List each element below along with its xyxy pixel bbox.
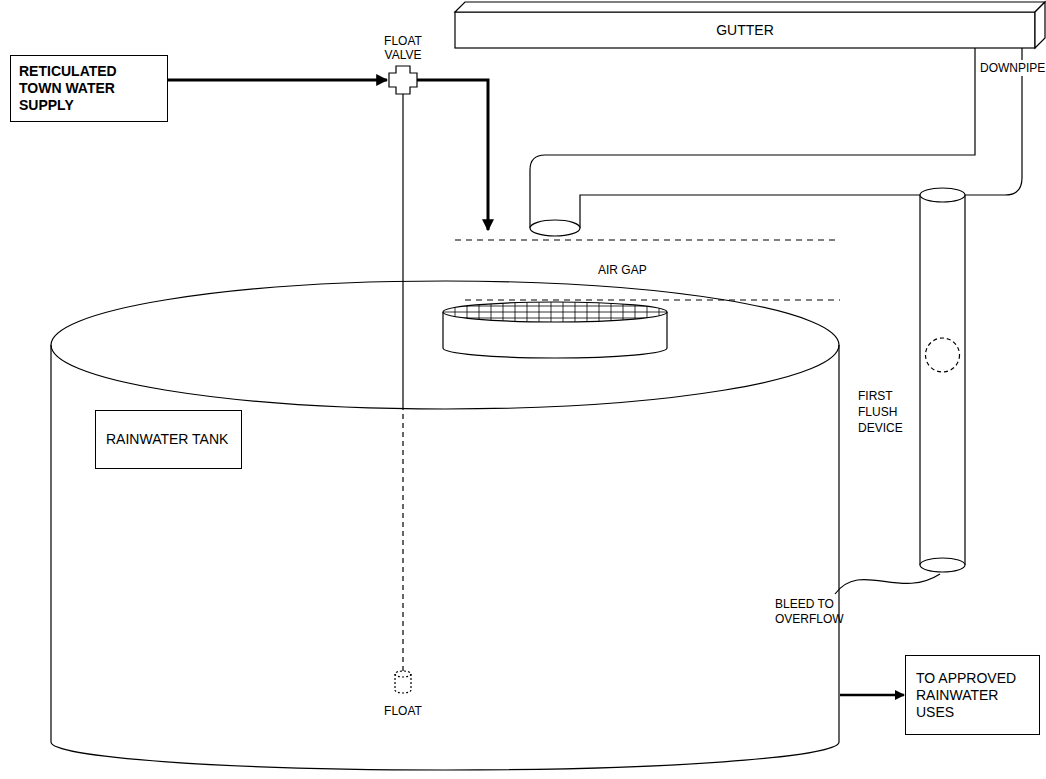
screen-mesh [440, 300, 670, 325]
bleed-label: BLEED TO OVERFLOW [775, 597, 851, 627]
box-label: TO APPROVED RAINWATER USES [916, 670, 1026, 721]
air-gap-line [465, 299, 840, 300]
valve-label: FLOAT VALVE [371, 34, 435, 62]
gutter-side [1035, 2, 1045, 48]
gap-label: AIR GAP [598, 263, 647, 277]
float-top [395, 671, 411, 677]
pipe-outlet [530, 220, 580, 236]
flush-ball [926, 338, 960, 372]
box-label: RETICULATED TOWN WATER SUPPLY [19, 63, 144, 114]
gutter-box: GUTTER [455, 12, 1035, 48]
supply-box: RETICULATED TOWN WATER SUPPLY [10, 55, 168, 122]
first-flush-walls [920, 195, 965, 565]
first-flush-bottom [920, 558, 965, 572]
downpipe-bottom [580, 195, 920, 228]
supply-pipe [168, 79, 387, 82]
downpipe-outer [965, 48, 1022, 195]
float-valve-symbol [389, 66, 417, 94]
device-label: FIRST FLUSH DEVICE [858, 388, 914, 436]
uses-box: TO APPROVED RAINWATER USES [905, 655, 1040, 735]
float-label: FLOAT [378, 704, 428, 718]
bleed-leader [835, 574, 940, 594]
tank-label: RAINWATER TANK [95, 410, 242, 469]
tank-top [51, 281, 839, 409]
box-label: GUTTER [716, 22, 774, 39]
first-flush-top [920, 188, 965, 202]
gutter-front [455, 12, 1035, 48]
downpipe-inner [530, 48, 975, 228]
float-arm [402, 94, 403, 405]
rainwater-tank: RAINWATER TANK [50, 280, 840, 775]
flow-arrow [840, 694, 904, 697]
pipe-label: DOWNPIPE [978, 60, 1046, 76]
tank-body [51, 345, 839, 770]
gutter-top [455, 2, 1045, 12]
float-arm-hidden [402, 405, 403, 672]
tank-outline [50, 280, 840, 775]
valve-outlet [417, 80, 488, 230]
air-gap-line [455, 239, 840, 240]
